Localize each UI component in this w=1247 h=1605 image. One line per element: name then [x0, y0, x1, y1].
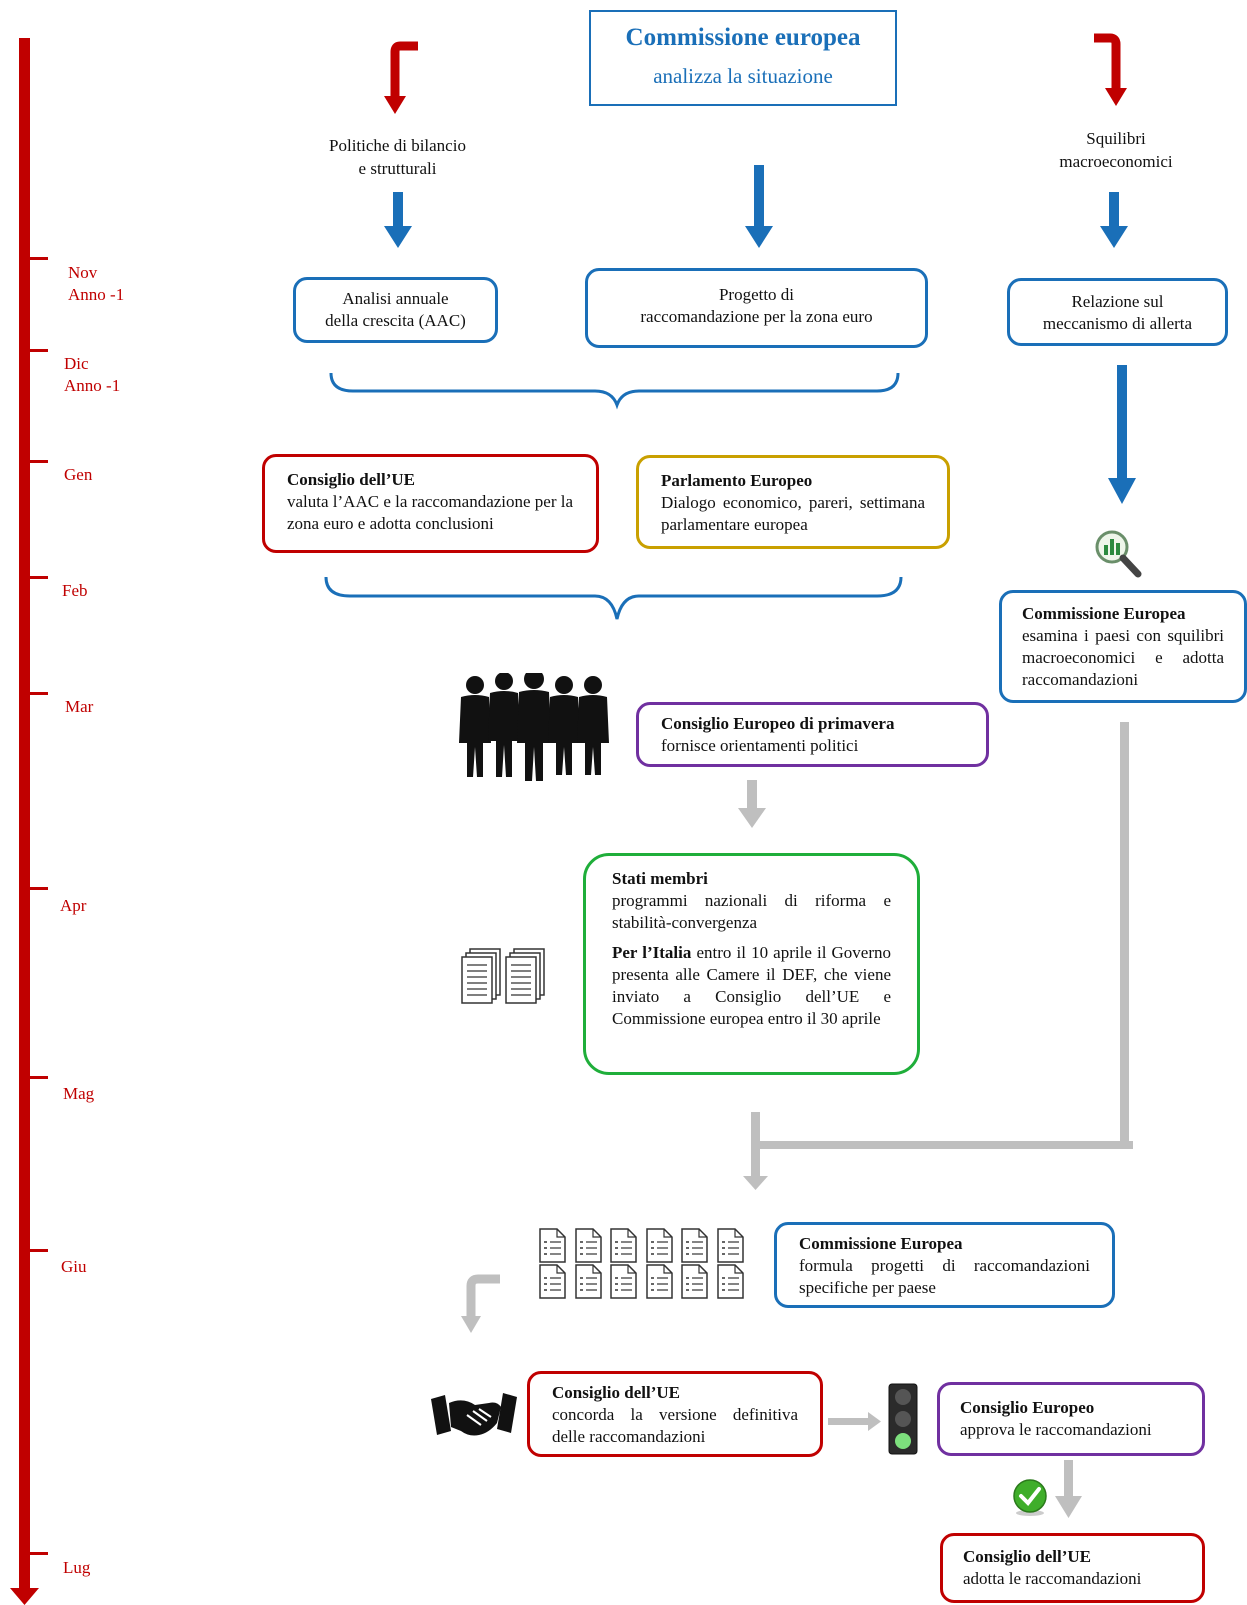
month-label-mag: Mag	[63, 1084, 95, 1103]
gray-arrows	[461, 722, 1133, 1518]
stati-membri-box: Stati membri programmi nazionali di rifo…	[583, 853, 920, 1075]
stati-membri-text: programmi nazionali di riforma e stabili…	[612, 891, 891, 932]
timeline-axis	[10, 38, 48, 1605]
commissione-esamina-text: esamina i paesi con squilibri macroecono…	[1022, 626, 1224, 689]
consiglio-ue-1-text: valuta l’AAC e la raccomandazione per la…	[287, 492, 574, 533]
consiglio-ue-box-3: Consiglio dell’UE adotta le raccomandazi…	[940, 1533, 1205, 1603]
month-label-gen: Gen	[64, 465, 93, 484]
checkmark-icon	[1010, 1478, 1050, 1523]
consiglio-ue-box-1: Consiglio dell’UE valuta l’AAC e la racc…	[262, 454, 599, 553]
red-bent-arrow-right	[1094, 33, 1127, 106]
documents-stack-icon	[460, 947, 546, 1010]
brace-1	[329, 372, 900, 410]
red-bent-arrow-left	[384, 41, 418, 114]
consiglio-europeo-primavera-box: Consiglio Europeo di primavera fornisce …	[636, 702, 989, 767]
italy-note: Per l’Italia entro il 10 aprile il Gover…	[612, 942, 891, 1030]
stati-membri-title: Stati membri	[612, 869, 708, 888]
header-box: Commissione europea analizza la situazio…	[589, 10, 897, 106]
consiglio-ue-1-title: Consiglio dell’UE	[287, 470, 415, 489]
consiglio-europeo-approva-text: approva le raccomandazioni	[960, 1420, 1152, 1439]
month-label-nov: Nov Anno -1	[68, 263, 125, 304]
month-label-feb: Feb	[62, 581, 88, 600]
aac-box: Analisi annuale della crescita (AAC)	[293, 277, 498, 343]
commissione-esamina-box: Commissione Europea esamina i paesi con …	[999, 590, 1247, 703]
month-label-dic: Dic Anno -1	[64, 354, 121, 395]
month-label-mar: Mar	[65, 697, 94, 716]
traffic-light-icon	[888, 1383, 918, 1460]
commissione-esamina-title: Commissione Europea	[1022, 604, 1186, 623]
consiglio-ue-3-title: Consiglio dell’UE	[963, 1547, 1091, 1566]
businessmen-silhouette-icon	[457, 669, 612, 786]
parlamento-box: Parlamento Europeo Dialogo economico, pa…	[636, 455, 950, 549]
italy-note-text: entro il 10 aprile il Governo presenta a…	[612, 943, 891, 1028]
commissione-formula-box: Commissione Europea formula progetti di …	[774, 1222, 1115, 1308]
magnifier-chart-icon	[1090, 527, 1146, 588]
consiglio-ue-3-text: adotta le raccomandazioni	[963, 1569, 1142, 1588]
branch-label-left: Politiche di bilancio e strutturali	[329, 136, 466, 178]
month-label-apr: Apr	[60, 896, 87, 915]
consiglio-europeo-primavera-title: Consiglio Europeo di primavera	[661, 714, 895, 733]
brace-2	[324, 576, 903, 620]
branch-label-right: Squilibri macroeconomici	[1059, 129, 1173, 171]
consiglio-ue-2-text: concorda la versione definitiva delle ra…	[552, 1405, 798, 1446]
header-subtitle: analizza la situazione	[653, 64, 833, 88]
header-title: Commissione europea	[625, 24, 861, 51]
progetto-box: Progetto di raccomandazione per la zona …	[585, 268, 928, 348]
commissione-formula-title: Commissione Europea	[799, 1234, 963, 1253]
consiglio-europeo-approva-box: Consiglio Europeo approva le raccomandaz…	[937, 1382, 1205, 1456]
italy-note-bold: Per l’Italia	[612, 943, 692, 962]
month-label-giu: Giu	[61, 1257, 87, 1276]
relazione-box: Relazione sul meccanismo di allerta	[1007, 278, 1228, 346]
commissione-formula-text: formula progetti di raccomandazioni spec…	[799, 1256, 1090, 1297]
parlamento-title: Parlamento Europeo	[661, 471, 813, 490]
consiglio-ue-box-2: Consiglio dell’UE concorda la versione d…	[527, 1371, 823, 1457]
checklist-documents-icon	[537, 1226, 751, 1305]
consiglio-ue-2-title: Consiglio dell’UE	[552, 1383, 680, 1402]
consiglio-europeo-approva-title: Consiglio Europeo	[960, 1398, 1095, 1417]
blue-down-arrows	[384, 165, 1136, 504]
consiglio-europeo-primavera-text: fornisce orientamenti politici	[661, 736, 859, 755]
parlamento-text: Dialogo economico, pareri, settimana par…	[661, 493, 925, 534]
month-label-lug: Lug	[63, 1558, 91, 1577]
handshake-icon	[431, 1393, 517, 1444]
